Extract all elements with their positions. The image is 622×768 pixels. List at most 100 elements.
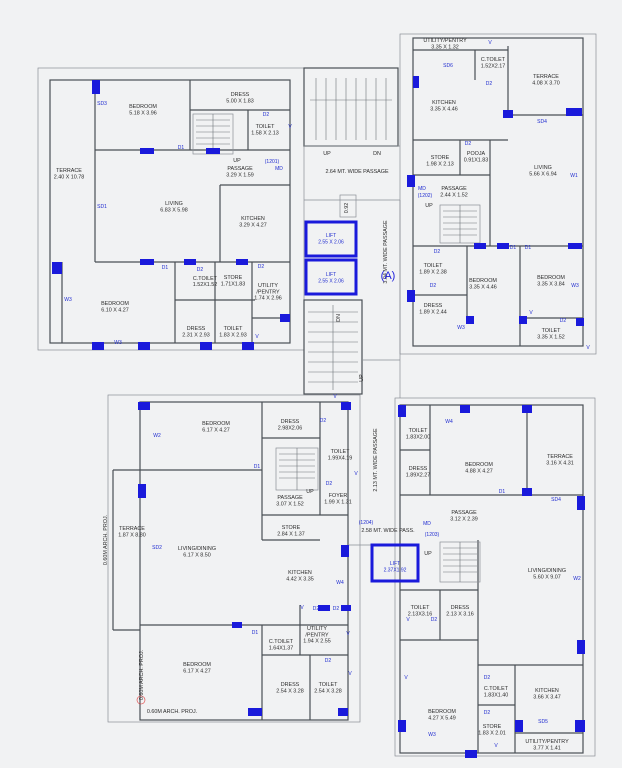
duct-label: 0.92 xyxy=(344,203,350,214)
room-name-r16: TOILET xyxy=(424,263,443,269)
room-name-r45: BEDROOM xyxy=(183,662,211,668)
door-tag-28: V xyxy=(333,394,337,400)
door-tag-10: W3 xyxy=(114,340,122,346)
room-name-r17: BEDROOM xyxy=(469,278,497,284)
door-tag-41: D2 xyxy=(325,658,332,664)
room-name-r3: TERRACE xyxy=(533,74,559,80)
room-name-r29: TOILET xyxy=(331,449,350,455)
passage-label-p1: 2.64 MT. WIDE PASSAGE xyxy=(325,169,389,175)
room-dim-r34: 1.99 X 1.31 xyxy=(324,500,352,506)
room-name-r20: UTILITY xyxy=(258,283,278,289)
room-dim-r51: 1.83 X 2.01 xyxy=(478,731,506,737)
flat-number-labels: (1201)(1202)(1203)(1204) xyxy=(265,159,440,538)
door-tag-47: MD xyxy=(423,521,431,527)
door-tag-36: V xyxy=(300,605,304,611)
door-tag-23: W3 xyxy=(571,283,579,289)
stair-label-0: UP xyxy=(323,151,331,157)
door-tag-13: SD6 xyxy=(443,63,453,69)
lift-1-shaft xyxy=(304,220,358,258)
room-name-r8: PASSAGE xyxy=(227,166,253,172)
room-dim-r2: 1.52X2.17 xyxy=(481,64,506,70)
room-name-r13: PASSAGE xyxy=(441,186,467,192)
room-dim-r32: 1.89X2.27 xyxy=(406,473,431,479)
stair-label-4: UP xyxy=(306,489,314,495)
door-tag-32: D2 xyxy=(326,481,333,487)
room-name-r4: KITCHEN xyxy=(432,100,456,106)
room-dim-r7: 1.58 X 2.13 xyxy=(251,131,279,137)
room-dim-r41: 2.13X3.16 xyxy=(408,612,433,618)
flat-1203-internal-stair xyxy=(439,541,481,583)
room-name-r33: PASSAGE xyxy=(277,495,303,501)
duct xyxy=(339,194,357,218)
room-name-r40: LIVING/DINING xyxy=(528,568,566,574)
door-tag-45: D1 xyxy=(499,489,506,495)
room-dim-r25: 3.35 X 1.52 xyxy=(537,335,565,341)
flat-1202-internal-stair xyxy=(439,204,481,244)
room-dim-r47: 2.54 X 3.28 xyxy=(314,689,342,695)
flat-1203-walls xyxy=(394,397,596,757)
room-dim-r5: 5.00 X 1.83 xyxy=(226,99,254,105)
door-tag-2: D2 xyxy=(263,112,270,118)
door-tag-31: D1 xyxy=(254,464,261,470)
room-dim-r13: 2.44 X 1.52 xyxy=(440,193,468,199)
room-name-r31: BEDROOM xyxy=(465,462,493,468)
room-name-r36: TERRACE xyxy=(119,526,145,532)
door-tag-53: D2 xyxy=(484,710,491,716)
room-dim-r14: 6.83 X 5.98 xyxy=(160,208,188,214)
room-dim-r6: 5.18 X 3.96 xyxy=(129,111,157,117)
room-dim-r16: 1.89 X 2.38 xyxy=(419,270,447,276)
door-tag-55: SD5 xyxy=(538,719,548,725)
door-tag-17: W1 xyxy=(570,173,578,179)
stair-label-2: UP xyxy=(233,158,241,164)
vertical-label-3: 0.60M ARCH. PROJ. xyxy=(139,650,145,700)
room-dim-r45: 6.17 X 4.27 xyxy=(183,669,211,675)
room-dim-r29: 1.99X4.19 xyxy=(328,456,353,462)
room-name-r15: KITCHEN xyxy=(241,216,265,222)
door-tag-54: W3 xyxy=(428,732,436,738)
door-tag-43: V xyxy=(402,407,406,413)
vertical-label-2: 0.60M ARCH. PROJ. xyxy=(103,515,109,565)
room-dim-r42: 2.13 X 3.16 xyxy=(446,612,474,618)
room-name-r26: BEDROOM xyxy=(202,421,230,427)
room-name-r11: LIVING xyxy=(534,165,552,171)
room-dim-r35: 3.12 X 2.39 xyxy=(450,517,478,523)
room-name-r50: BEDROOM xyxy=(428,709,456,715)
door-tag-20: D1 xyxy=(525,245,532,251)
room-name-r25: TOILET xyxy=(542,328,561,334)
door-tag-29: W2 xyxy=(153,433,161,439)
door-tag-42: V xyxy=(348,671,352,677)
door-tag-56: V xyxy=(494,743,498,749)
room-name-r2: C.TOILET xyxy=(481,57,506,63)
door-tag-3: V xyxy=(288,124,292,130)
door-tag-19: D1 xyxy=(510,245,517,251)
room-dim-r49: 3.66 X 3.47 xyxy=(533,695,561,701)
door-tag-46: SD4 xyxy=(551,497,561,503)
room-dim-r11: 5.66 X 6.94 xyxy=(529,172,557,178)
room-dim-r3: 4.08 X 3.70 xyxy=(532,81,560,87)
door-tag-4: MD xyxy=(275,166,283,172)
door-tag-0: SD3 xyxy=(97,101,107,107)
room-name-r18: BEDROOM xyxy=(537,275,565,281)
room-name-r1: UTILITY/PENTRY xyxy=(423,38,467,44)
door-tag-33: V xyxy=(354,471,358,477)
door-tag-34: SD2 xyxy=(152,545,162,551)
flat-number-0: (1201) xyxy=(265,159,280,165)
room-dim-r46: 2.54 X 3.28 xyxy=(276,689,304,695)
room-dim-r10: 1.98 X 2.13 xyxy=(426,162,454,168)
lift-dim-l1: 2.55 X 2.06 xyxy=(318,240,344,246)
room-name-r48: C.TOILET xyxy=(484,686,509,692)
lift-name-l3: LIFT xyxy=(390,561,400,567)
door-tag-5: SD1 xyxy=(97,204,107,210)
main-stair-top xyxy=(310,78,392,140)
room-dim-r17: 3.35 X 4.46 xyxy=(469,285,497,291)
room-name-r35: PASSAGE xyxy=(451,510,477,516)
room-name-r10: STORE xyxy=(431,155,450,161)
small-label-1: 0.60M ARCH. PROJ. xyxy=(147,709,197,715)
